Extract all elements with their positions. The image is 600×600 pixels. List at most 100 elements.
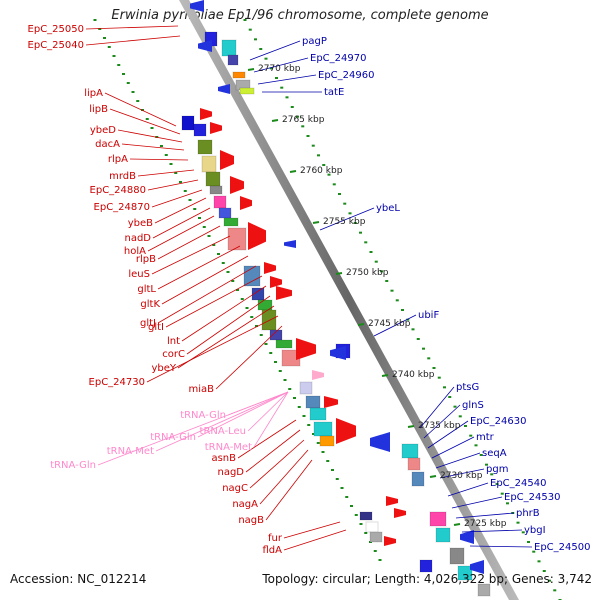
ring-dot: [283, 379, 287, 381]
ring-dot: [395, 299, 399, 302]
ring-dot: [269, 67, 273, 70]
chromosome-backbone: [179, 0, 519, 600]
ring-dot: [164, 154, 168, 156]
gene-label: seqA: [482, 448, 507, 459]
trna-label: tRNA-Gln: [150, 432, 196, 443]
ring-dot: [188, 199, 192, 201]
right-gene-labels: pagPEpC_24970EpC_24960tatEybeLubiFptsGgl…: [302, 36, 590, 553]
leader-line: [85, 35, 181, 46]
ring-dot: [179, 181, 182, 183]
ring-dot: [464, 425, 467, 427]
trna-leader: [247, 391, 289, 432]
ring-dot: [131, 91, 135, 93]
leader-line: [259, 449, 309, 505]
ring-dot: [322, 164, 326, 166]
gene-label: glnS: [462, 400, 484, 411]
trna-label: tRNA-Gln: [50, 460, 96, 471]
ring-dot: [198, 217, 201, 219]
ring-dot: [285, 96, 289, 99]
gene-label: ybeD: [90, 125, 116, 136]
gene-block: [401, 443, 419, 459]
ring-dot: [160, 145, 163, 147]
gene-arrow: [386, 496, 398, 506]
leader-line: [249, 439, 305, 489]
leader-line: [157, 225, 221, 260]
leader-line: [161, 255, 249, 305]
ruler-tick: [289, 170, 297, 173]
gene-block: [275, 339, 293, 349]
ring-dot: [174, 172, 178, 174]
gene-label: nagD: [217, 467, 244, 478]
leader-line: [373, 314, 417, 337]
gene-arrow: [284, 240, 296, 248]
gene-label: ybeB: [128, 218, 153, 229]
gene-arrow: [330, 346, 346, 360]
ring-dot: [145, 118, 149, 120]
gene-label: EpC_24540: [490, 478, 546, 489]
ring-dot: [183, 190, 187, 192]
gene-arrow: [460, 530, 474, 544]
ring-dot: [264, 57, 268, 60]
gene-block: [227, 54, 239, 66]
leader-line: [154, 197, 207, 224]
ring-dot: [245, 307, 249, 309]
gene-label: asnB: [211, 453, 236, 464]
ring-dot: [335, 478, 339, 480]
gene-arrow: [394, 508, 406, 518]
ring-dot: [321, 451, 325, 453]
left-gene-labels: EpC_25050EpC_25040lipAlipBybeDdacArlpAmr…: [28, 24, 283, 556]
gene-arrow: [336, 418, 356, 444]
ring-dot: [474, 444, 478, 447]
ring-dot: [240, 298, 244, 300]
gene-label: ybgI: [524, 525, 546, 536]
gene-label: ybeL: [376, 203, 400, 214]
ring-dot: [217, 253, 220, 255]
gene-block: [359, 511, 373, 521]
leader-line: [265, 459, 313, 521]
ring-dot: [280, 86, 284, 89]
trna-label: tRNA-Leu: [200, 426, 246, 437]
leader-line: [237, 419, 297, 459]
ring-dot: [401, 309, 404, 311]
gene-label: rlpA: [108, 154, 128, 165]
ruler-tick: [335, 272, 343, 275]
gene-label: pgm: [486, 464, 508, 475]
gene-label: rlpB: [136, 254, 156, 265]
gene-block: [181, 115, 195, 131]
ring-dot: [416, 338, 420, 340]
leader-line: [283, 521, 341, 539]
ring-dot: [506, 502, 509, 505]
gene-label: EpC_24870: [94, 202, 150, 213]
gene-label: nagA: [232, 499, 258, 510]
leader-line: [151, 189, 203, 208]
ring-dot: [112, 55, 116, 57]
gene-arrow: [190, 0, 204, 12]
leader-line: [129, 158, 189, 161]
ring-dot: [500, 492, 504, 495]
ring-dot: [532, 550, 536, 553]
gene-label: EpC_24500: [534, 542, 590, 553]
gene-label: ubiF: [418, 310, 439, 321]
ruler-tick: [247, 68, 255, 71]
ruler-label: 2765 kbp: [282, 115, 325, 125]
trna-label: tRNA-Met: [205, 442, 252, 453]
ruler-label: 2755 kbp: [323, 217, 366, 227]
gene-arrow: [200, 108, 212, 120]
ring-dot: [369, 251, 373, 253]
ring-dot: [136, 100, 140, 102]
leader-line: [451, 496, 503, 509]
ring-dot: [264, 343, 268, 345]
ring-dot: [373, 550, 377, 552]
gene-block: [319, 435, 335, 447]
ring-dot: [453, 405, 457, 408]
map-title: Erwinia pyrifoliae Ep1/96 chromosome, co…: [111, 8, 489, 23]
leader-line: [147, 215, 215, 252]
gene-block: [313, 421, 333, 437]
gene-block: [193, 123, 207, 137]
ring-dot: [221, 262, 225, 264]
ruler-tick: [381, 374, 389, 377]
leader-line: [423, 404, 461, 439]
gene-block: [411, 471, 425, 487]
ring-dot: [297, 406, 301, 408]
